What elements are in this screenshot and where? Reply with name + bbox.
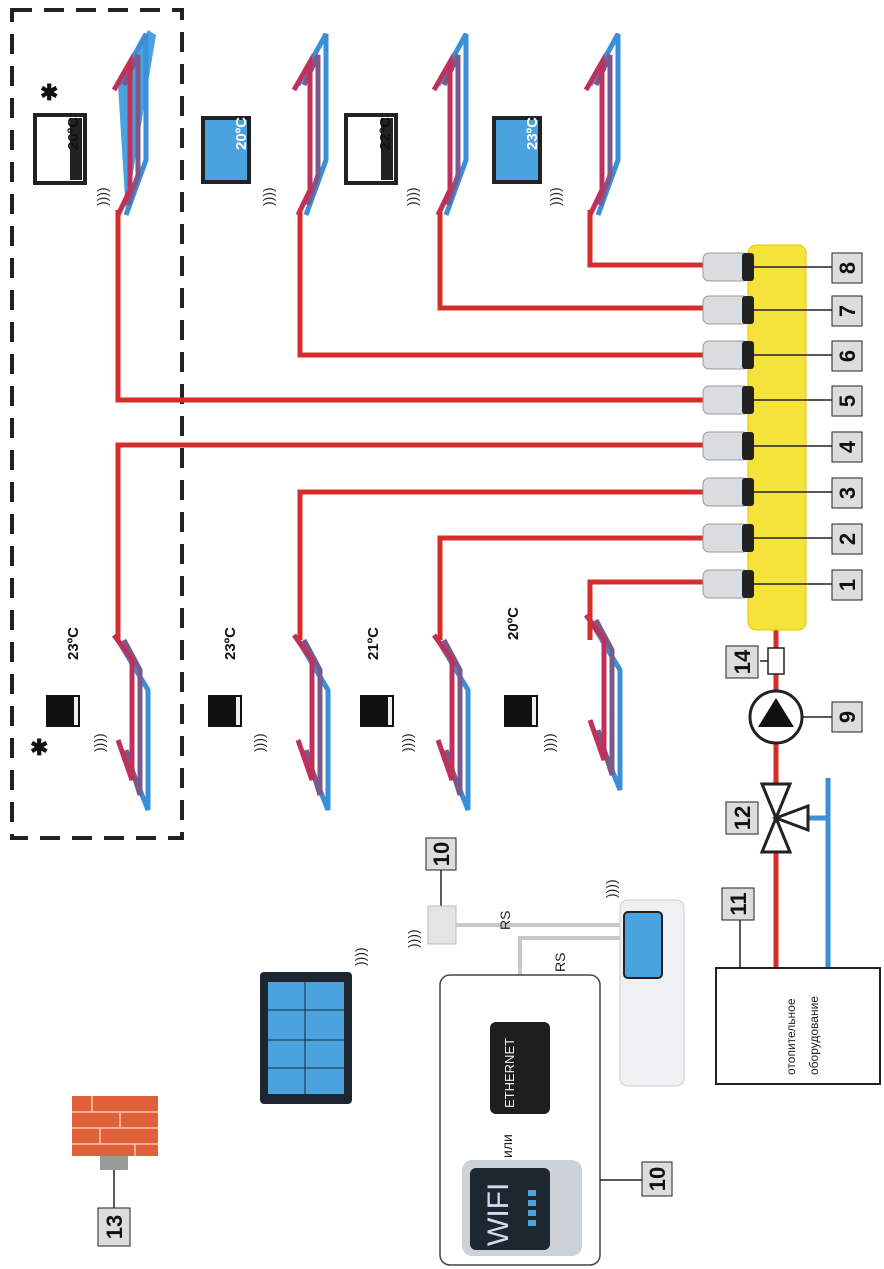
svg-text:23ºC: 23ºC [524, 117, 541, 150]
outdoor-sensor-13: 13 [72, 1096, 158, 1247]
label-box-4: 4 [831, 431, 863, 463]
svg-text:1: 1 [835, 579, 860, 591]
svg-text:)))): )))) [352, 947, 368, 966]
zone-boundary [10, 8, 184, 840]
svg-text:12: 12 [730, 806, 755, 830]
supply-pipes [115, 210, 779, 975]
svg-text:7: 7 [835, 305, 860, 317]
svg-text:13: 13 [102, 1215, 127, 1239]
radiator-bottom-3 [431, 633, 471, 811]
label-box-6: 6 [831, 340, 863, 372]
svg-text:10: 10 [429, 842, 454, 866]
pipe-circuit-1 [587, 579, 705, 640]
svg-text:22ºC: 22ºC [377, 117, 394, 150]
svg-text:23ºC: 23ºC [222, 627, 239, 660]
pipe-circuit-8 [587, 210, 705, 268]
mixing-valve-12: 12 [725, 782, 810, 854]
svg-text:10: 10 [645, 1167, 670, 1191]
actuator-3 [702, 477, 754, 507]
actuator-1 [702, 569, 754, 599]
thermostat-top-2: 20ºC )))) [201, 116, 276, 206]
svg-text:отопительное: отопительное [784, 998, 798, 1075]
main-controller: )))) [603, 879, 685, 1087]
svg-text:)))): )))) [399, 733, 415, 752]
radiator-bottom-4 [583, 613, 623, 791]
ethernet-label: ETHERNET [502, 1038, 517, 1108]
actuator-2 [702, 523, 754, 553]
pipe-circuit-7 [437, 210, 705, 311]
pipe-circuit-3 [297, 489, 705, 640]
radiator-top-2 [291, 32, 329, 217]
svg-text:5: 5 [835, 395, 860, 407]
wireless-module-10: 10 )))) [405, 837, 457, 948]
svg-text:20ºC: 20ºC [233, 117, 250, 150]
thermostat-top-1: ✱ 20ºC )))) [33, 80, 110, 206]
communication-module-box: ETHERNET или WIFI 10 [439, 974, 673, 1266]
svg-text:3: 3 [835, 487, 860, 499]
svg-text:)))): )))) [404, 187, 420, 206]
pipe-circuit-6 [297, 210, 705, 358]
svg-text:23ºC: 23ºC [65, 627, 82, 660]
rs-label-2: RS [552, 953, 568, 972]
label-box-8: 8 [831, 252, 863, 284]
radiator-top-1 [111, 30, 156, 217]
svg-text:)))): )))) [541, 733, 557, 752]
svg-text:)))): )))) [94, 187, 110, 206]
pipe-circuit-4 [115, 442, 705, 640]
label-box-1: 1 [831, 569, 863, 601]
radiator-top-3 [431, 32, 469, 217]
svg-text:9: 9 [835, 711, 860, 723]
svg-text:✱: ✱ [30, 735, 48, 760]
svg-text:20ºC: 20ºC [505, 607, 522, 640]
label-box-3: 3 [831, 477, 863, 509]
svg-text:2: 2 [835, 533, 860, 545]
radiator-top-4 [583, 32, 621, 217]
actuator-8 [702, 252, 754, 282]
svg-text:8: 8 [835, 262, 860, 274]
thermostat-top-4: 23ºC )))) [492, 116, 563, 206]
svg-text:)))): )))) [260, 187, 276, 206]
pipe-circuit-2 [437, 535, 705, 640]
svg-text:оборудование: оборудование [807, 996, 821, 1075]
actuator-5 [702, 385, 754, 415]
touch-panel: )))) [260, 947, 368, 1104]
svg-text:)))): )))) [91, 733, 107, 752]
rs-bus [456, 923, 620, 975]
svg-text:✱: ✱ [40, 80, 58, 105]
svg-text:21ºC: 21ºC [365, 627, 382, 660]
wifi-label: WIFI [482, 1183, 515, 1246]
label-box-2: 2 [831, 523, 863, 555]
svg-text:20ºC: 20ºC [65, 117, 82, 150]
heating-equipment-11: отопительное оборудование 11 [715, 887, 881, 1085]
actuator-6 [702, 340, 754, 370]
actuator-7 [702, 295, 754, 325]
rs-label-1: RS [497, 911, 513, 930]
svg-text:6: 6 [835, 350, 860, 362]
or-label: или [499, 1134, 515, 1158]
svg-text:4: 4 [835, 440, 860, 453]
circulation-pump-9: 9 [748, 689, 863, 745]
actuator-4 [702, 431, 754, 461]
radiator-bottom-1 [111, 633, 151, 811]
svg-text:)))): )))) [603, 879, 619, 898]
thermostat-bottom-2: 23ºC )))) [208, 627, 267, 752]
svg-text:)))): )))) [547, 187, 563, 206]
manifold-valves [702, 252, 754, 599]
label-box-5: 5 [831, 385, 863, 417]
radiator-bottom-2 [291, 633, 331, 811]
thermostat-bottom-3: 21ºC )))) [360, 627, 415, 752]
svg-text:11: 11 [726, 892, 751, 915]
temperature-sensor-14: 14 [725, 645, 785, 679]
thermostat-bottom-4: 20ºC )))) [504, 607, 557, 752]
thermostat-top-3: 22ºC )))) [344, 113, 420, 206]
manifold [747, 244, 807, 631]
svg-text:)))): )))) [251, 733, 267, 752]
svg-text:14: 14 [730, 649, 755, 674]
svg-text:)))): )))) [405, 929, 421, 948]
pipe-circuit-5 [115, 210, 705, 403]
label-box-7: 7 [831, 295, 863, 327]
thermostat-bottom-1: 23ºC ✱ )))) [30, 627, 107, 760]
